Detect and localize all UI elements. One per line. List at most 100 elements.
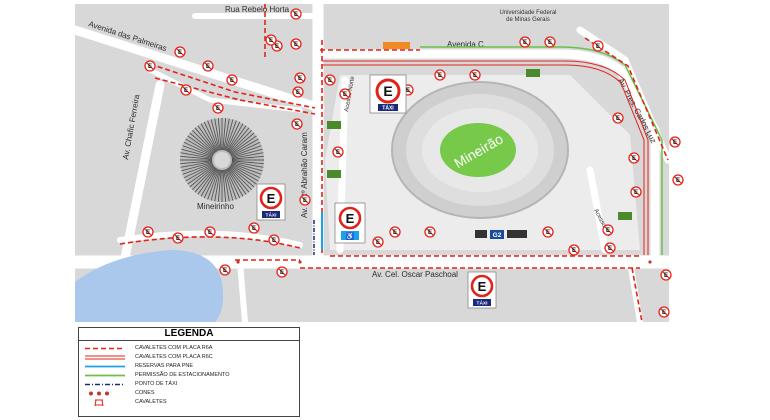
- label-abrahao-caram: Av. Antº Abrahão Caram: [300, 132, 309, 218]
- legend-item-pne: Reservas para PNE: [83, 362, 295, 371]
- label-oscar-paschoal: Av. Cel. Oscar Paschoal: [372, 270, 458, 279]
- no-parking-sign-icon: E: [372, 236, 384, 248]
- svg-text:E: E: [230, 78, 234, 84]
- taxi-plate: [262, 211, 280, 218]
- legend-label: Permissão de estacionamento: [135, 372, 230, 378]
- arena-ray: [182, 145, 213, 158]
- arena-ray: [229, 166, 255, 188]
- arena-ray: [225, 168, 241, 199]
- no-parking-sign-icon: E: [292, 86, 304, 98]
- no-parking-sign-icon: E: [669, 136, 681, 148]
- arena-ray: [180, 160, 213, 165]
- arena-ray: [182, 162, 213, 175]
- taxi-parking-sign: E TÁXI: [467, 271, 497, 309]
- no-parking-sign-icon: E: [290, 38, 302, 50]
- parking-tag: [475, 230, 487, 238]
- svg-text:E: E: [632, 156, 636, 162]
- road-avenida-palmeiras: [70, 25, 325, 113]
- arena-ray: [231, 162, 263, 172]
- blue-line-symbol: [85, 365, 125, 368]
- svg-text:E: E: [206, 64, 210, 70]
- parking-tag: [507, 230, 527, 238]
- parking-tag: [618, 212, 632, 220]
- no-parking-sign-icon: E: [180, 84, 192, 96]
- legend-label: Cavaletes: [135, 399, 167, 405]
- arena-ray: [217, 169, 222, 202]
- lake: [75, 250, 224, 322]
- svg-text:E: E: [146, 230, 150, 236]
- arena-ray: [187, 135, 215, 155]
- r6a-palmeiras-lower: [154, 77, 316, 115]
- arena-ray: [226, 123, 244, 152]
- svg-text:E: E: [296, 90, 300, 96]
- arena-ray: [227, 167, 247, 195]
- parking-sign-letter: E: [267, 191, 276, 206]
- no-parking-sign-icon: E: [265, 34, 277, 46]
- r6a-lower-right: [631, 267, 643, 323]
- arena-ray: [183, 163, 214, 179]
- arena-ray: [231, 145, 262, 158]
- svg-text:E: E: [223, 268, 227, 274]
- svg-text:E: E: [572, 248, 576, 254]
- arena-ray: [180, 155, 213, 160]
- arena-ray: [210, 119, 220, 151]
- arena-ray: [231, 160, 264, 165]
- arena-ray: [222, 118, 227, 151]
- arena-ray: [217, 118, 222, 151]
- red-double-line-symbol: [85, 355, 125, 360]
- svg-text:E: E: [662, 310, 666, 316]
- svg-text:E: E: [548, 40, 552, 46]
- no-parking-sign-icon: E: [542, 226, 554, 238]
- no-parking-sign-icon: E: [568, 244, 580, 256]
- no-parking-sign-icon: E: [226, 74, 238, 86]
- no-parking-sign-icon: E: [290, 8, 302, 20]
- taxi-plate: [473, 299, 491, 306]
- arena-ray: [228, 127, 250, 153]
- arena-ray: [224, 120, 237, 151]
- no-parking-sign-icon: E: [291, 118, 303, 130]
- no-parking-sign-icon: E: [339, 88, 351, 100]
- legend-item-r6c: Cavaletes com placa R6c: [83, 353, 295, 362]
- svg-text:E: E: [178, 50, 182, 56]
- arena-ray: [229, 132, 255, 154]
- svg-text:E: E: [294, 12, 298, 18]
- no-parking-sign-icon: E: [324, 74, 336, 86]
- parking-sign-ring: [470, 274, 494, 298]
- svg-text:E: E: [275, 44, 279, 50]
- no-parking-sign-icon: E: [268, 234, 280, 246]
- arena-ray: [228, 129, 253, 154]
- barrier-icon: [94, 399, 104, 407]
- arena-ray: [191, 129, 216, 154]
- arena-ray: [224, 169, 234, 201]
- svg-text:E: E: [596, 44, 600, 50]
- arena-ray: [229, 165, 257, 185]
- legend-item-r6a: Cavaletes com placa R6a: [83, 344, 295, 353]
- pne-parking-sign: E ♿: [334, 202, 366, 244]
- arena-ray: [222, 169, 227, 202]
- label-mineirinho: Mineirinho: [197, 202, 234, 211]
- r6c-line-avenida-c: [322, 60, 649, 255]
- label-rua-rebelo-horta: Rua Rebelo Horta: [225, 5, 290, 14]
- arena-ray: [230, 138, 259, 156]
- arena-ray: [203, 168, 219, 199]
- svg-text:E: E: [269, 38, 273, 44]
- road-lower-left: [237, 259, 248, 325]
- arena-ray: [230, 164, 259, 182]
- svg-text:E: E: [406, 88, 410, 94]
- svg-text:E: E: [523, 40, 527, 46]
- arena-ray: [231, 152, 264, 159]
- svg-text:E: E: [303, 198, 307, 204]
- arena-ray: [189, 132, 215, 154]
- taxi-parking-sign: E TÁXI: [256, 183, 286, 221]
- no-parking-sign-icon: E: [424, 226, 436, 238]
- no-parking-sign-icon: E: [144, 60, 156, 72]
- gate-g2-badge: [490, 230, 504, 239]
- svg-text:E: E: [184, 88, 188, 94]
- legend-item-cones: Cones: [83, 389, 295, 398]
- road-acesso-sul: [586, 166, 609, 254]
- no-parking-sign-icon: E: [202, 60, 214, 72]
- red-dashed-line-symbol: [85, 347, 125, 350]
- no-parking-sign-icon: E: [658, 306, 670, 318]
